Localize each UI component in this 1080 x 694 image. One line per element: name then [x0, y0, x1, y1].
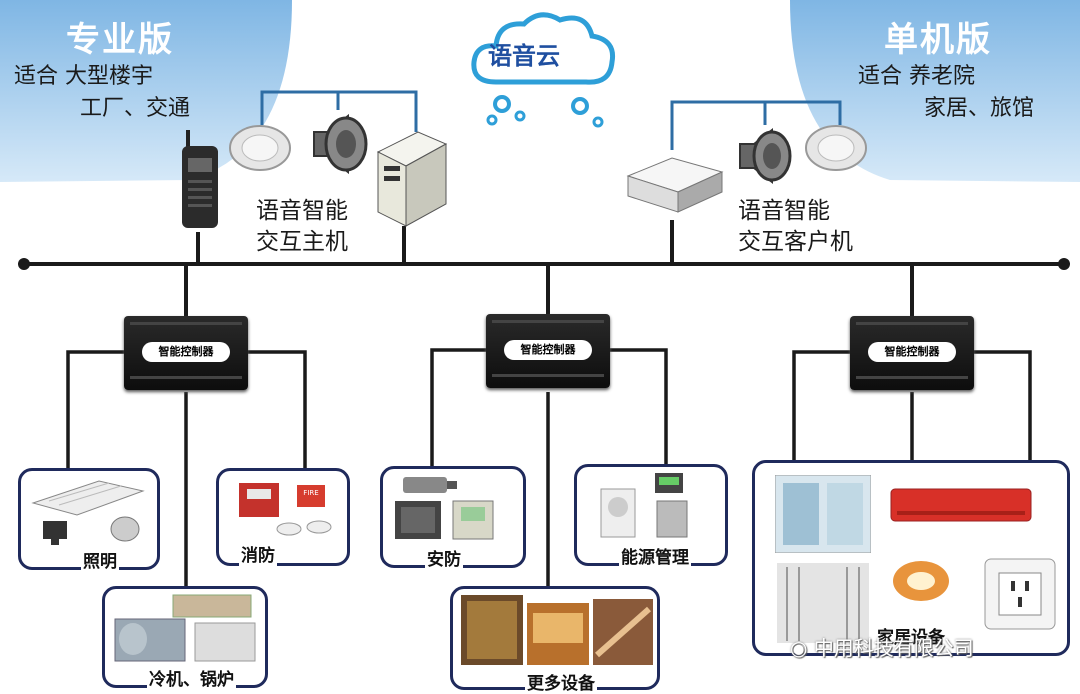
client-loudspeaker-icon	[739, 127, 792, 185]
fire-label: 消防	[239, 541, 277, 566]
bus-lines	[24, 220, 1064, 318]
bus-end-right	[1058, 258, 1070, 270]
ceiling-speaker-icon	[229, 125, 291, 171]
controller-2-label: 智能控制器	[504, 340, 592, 360]
pro-line-2: 工厂、交通	[80, 96, 191, 121]
more-devices-icon	[461, 595, 653, 665]
host-label-1: 语音智能	[256, 198, 348, 224]
energy-label: 能源管理	[619, 543, 691, 568]
smart-controller-3: 智能控制器	[850, 316, 974, 390]
client-label-1: 语音智能	[738, 198, 830, 224]
window-icon	[775, 475, 871, 553]
security-box: 安防	[380, 466, 526, 570]
pro-corner-bg	[0, 0, 292, 182]
home-devices-label: 家居设备	[875, 623, 947, 648]
ceiling-lamp-icon	[893, 561, 949, 601]
fire-sign-text: FIRE	[303, 489, 318, 497]
curtain-icon	[777, 563, 869, 643]
server-icon	[376, 131, 448, 227]
security-devices-icon	[395, 477, 494, 540]
single-line-1: 适合 养老院	[858, 64, 975, 89]
client-ceiling-speaker-icon	[805, 125, 867, 171]
energy-box: 能源管理	[574, 464, 728, 568]
pro-line-1: 适合 大型楼宇	[14, 64, 153, 89]
lighting-box: 照明	[18, 468, 160, 572]
more-devices-box: 更多设备	[450, 586, 660, 694]
fire-box: FIRE 消防	[216, 468, 350, 566]
watermark-text: 中用科技有限公司	[813, 636, 974, 660]
host-label-2: 交互主机	[256, 229, 348, 255]
single-line-2: 家居、旅馆	[924, 96, 1035, 121]
security-label: 安防	[425, 545, 463, 570]
bus-end-left	[18, 258, 30, 270]
wechat-icon: ◉	[790, 636, 808, 660]
branch-lines	[66, 348, 1032, 588]
smart-controller-2: 智能控制器	[486, 314, 610, 388]
home-box: 家居设备	[752, 460, 1070, 656]
client-label-2: 交互客户机	[738, 229, 853, 255]
loudspeaker-icon	[313, 113, 368, 175]
cloud-icon	[471, 12, 616, 128]
smart-controller-1: 智能控制器	[124, 316, 248, 390]
air-conditioner-icon	[890, 488, 1032, 522]
pro-title: 专业版	[66, 20, 174, 60]
controller-1-label: 智能控制器	[142, 342, 230, 362]
power-socket-icon	[984, 558, 1056, 630]
chiller-boiler-icon	[114, 594, 256, 662]
client-box-icon	[626, 157, 724, 213]
more-devices-label: 更多设备	[525, 669, 597, 694]
single-title: 单机版	[884, 20, 992, 60]
energy-meters-icon	[600, 473, 688, 538]
cloud-label: 语音云	[488, 42, 560, 70]
watermark: ◉ 中用科技有限公司	[790, 632, 974, 661]
controller-3-label: 智能控制器	[868, 342, 956, 362]
lighting-label: 照明	[81, 547, 119, 572]
hvac-box: 冷机、锅炉	[102, 586, 268, 690]
lighting-fixtures-icon	[31, 480, 145, 545]
fire-equipment-icon: FIRE	[239, 483, 332, 536]
walkie-talkie-icon	[182, 130, 218, 228]
hvac-label: 冷机、锅炉	[147, 665, 236, 690]
uplink-lines	[260, 90, 842, 150]
